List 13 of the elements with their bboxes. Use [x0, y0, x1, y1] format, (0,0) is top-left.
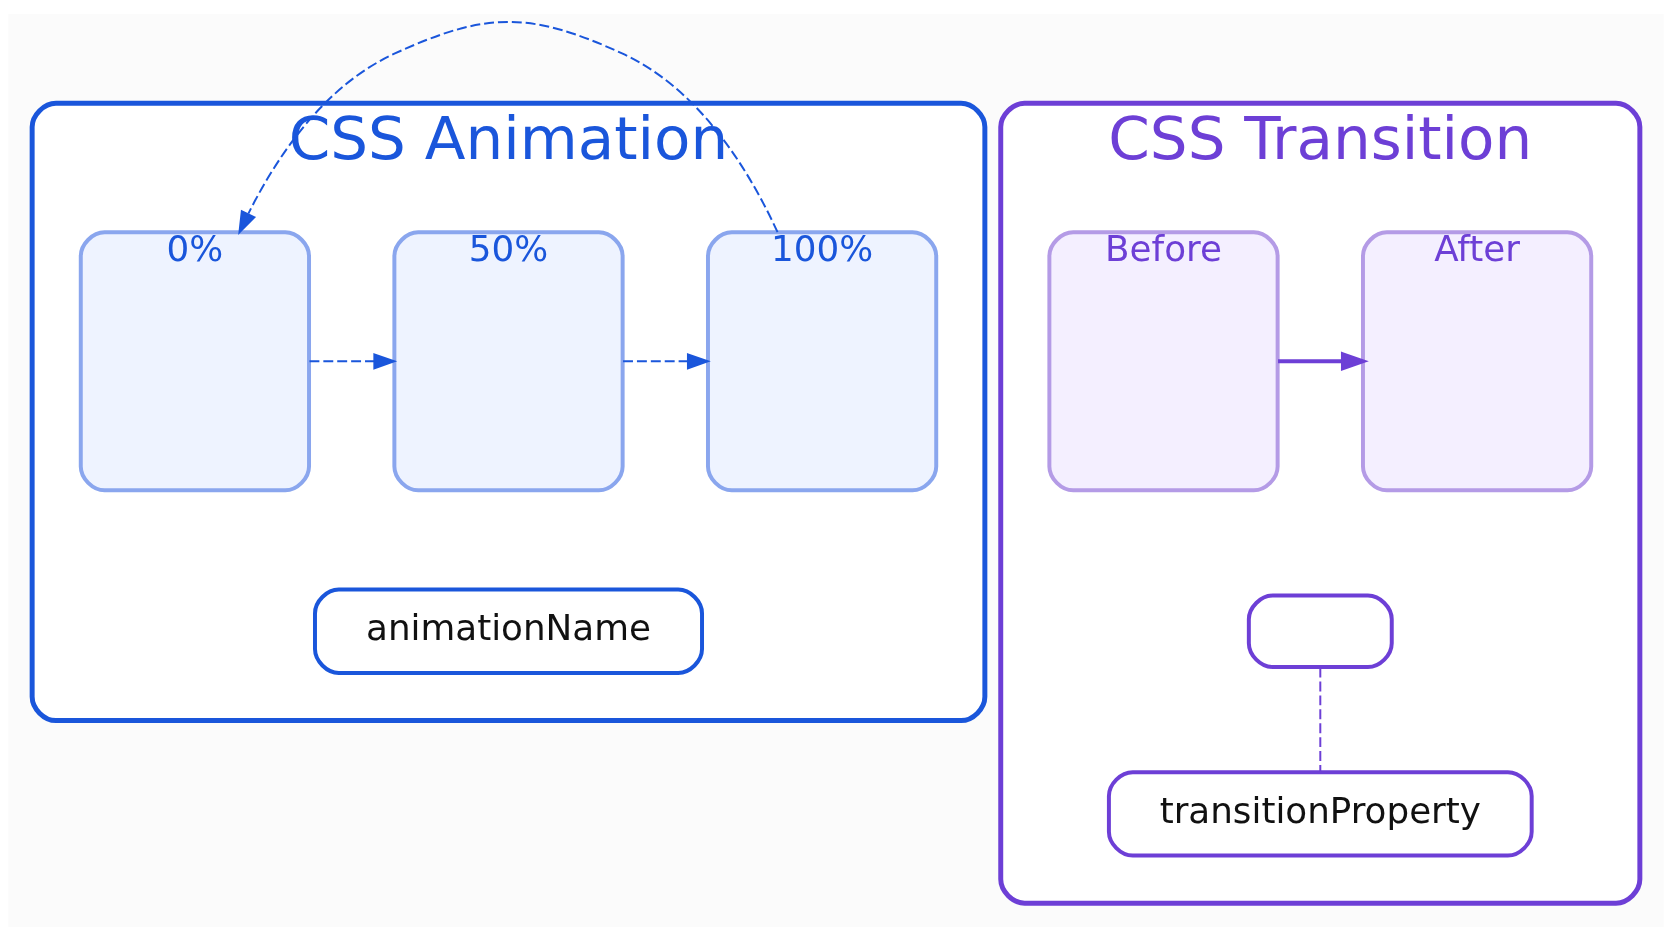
node-box: 100% — [706, 230, 939, 493]
node-box: 50% — [392, 230, 625, 493]
arrow — [308, 353, 398, 370]
node-box: After — [1361, 230, 1594, 493]
node-box: 0% — [78, 230, 311, 493]
node-box: Before — [1047, 230, 1280, 493]
node-box: animationName — [313, 587, 704, 675]
node-box: transitionProperty — [1106, 770, 1534, 858]
arrow — [1278, 351, 1369, 372]
node-toggle — [1246, 593, 1394, 669]
connector — [1319, 666, 1322, 773]
arrow — [238, 20, 779, 235]
arrow — [622, 353, 711, 370]
